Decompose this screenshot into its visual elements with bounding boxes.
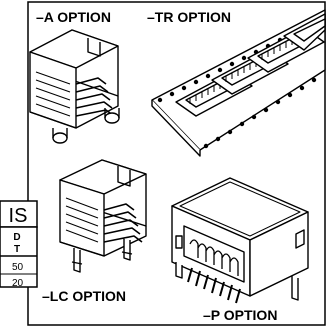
p-latch-right [295, 229, 305, 249]
p-leg-left [175, 262, 183, 279]
side-table-col-header-1: D [13, 232, 20, 243]
lc-clip-right-tab [121, 251, 133, 255]
side-table-heading: IS [9, 205, 28, 227]
p-top-inner [179, 181, 301, 237]
lc-clip-right [123, 238, 131, 261]
p-option-label: –P OPTION [203, 307, 277, 323]
a-top-notch [87, 38, 101, 57]
side-table-body [0, 226, 38, 288]
a-option-connector-drawing [29, 29, 120, 144]
a-contact-slots [35, 71, 71, 117]
tr-pocket-4 [283, 13, 326, 51]
lc-top-notch [117, 166, 131, 187]
lc-option-connector-drawing [59, 159, 147, 273]
p-latch-left [175, 235, 183, 249]
lc-contact-pins [103, 203, 143, 243]
side-table-row-1: 50 [12, 262, 24, 273]
a-mounting-post-right [104, 112, 120, 124]
lc-clip-left [73, 248, 81, 273]
side-table-heading-box [0, 200, 38, 228]
side-table-row-2: 20 [12, 278, 24, 289]
tr-sprocket-holes-bottom [203, 77, 317, 149]
tr-option-label: –TR OPTION [147, 9, 231, 25]
a-contact-pins [75, 77, 115, 117]
tr-tape-edge [151, 100, 201, 157]
lc-option-label: –LC OPTION [42, 288, 126, 304]
side-table-col-header-2: T [14, 244, 20, 255]
p-contact-hooks [189, 239, 239, 276]
lc-contact-slots [65, 197, 99, 243]
a-bottom-edge [29, 96, 119, 129]
p-solder-pins [187, 267, 241, 304]
a-option-label: –A OPTION [36, 9, 111, 25]
tr-option-tape-drawing [151, 9, 326, 157]
side-table: IS D T 50 20 [0, 200, 38, 289]
p-right-face [249, 211, 309, 297]
lc-clip-left-tab [71, 261, 83, 265]
a-mounting-post-left [52, 132, 68, 144]
p-leg-right [291, 276, 299, 301]
p-option-connector-drawing [171, 177, 309, 304]
